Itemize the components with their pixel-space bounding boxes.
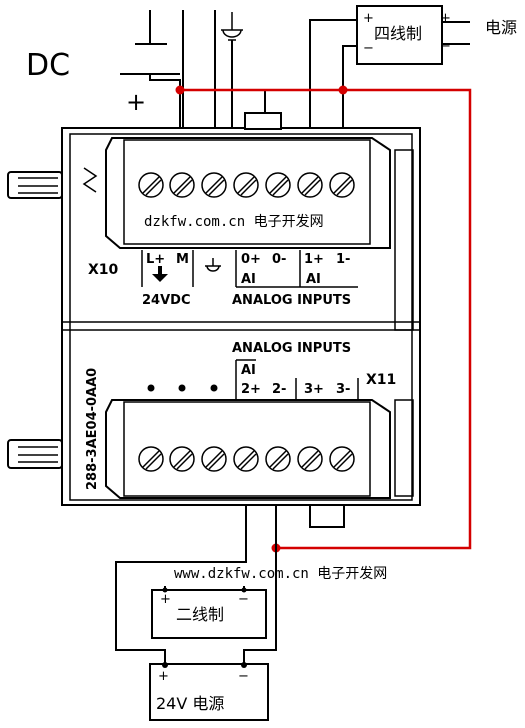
watermark-top: dzkfw.com.cn 电子开发网 bbox=[144, 214, 324, 230]
terminal-screw[interactable] bbox=[297, 446, 323, 472]
bottom-wire-ch2-plus bbox=[115, 505, 247, 665]
supply-plus: + bbox=[158, 669, 169, 684]
bottom-ch-2-minus: 2- bbox=[272, 382, 286, 397]
ground-label-icon bbox=[205, 258, 221, 272]
x10-label: X10 bbox=[88, 262, 119, 278]
bottom-terminal-screws bbox=[138, 446, 355, 472]
bottom-ch-2-plus: 2+ bbox=[241, 382, 261, 397]
bottom-ch-3-minus: 3- bbox=[336, 382, 350, 397]
vdc-label: 24VDC bbox=[142, 293, 190, 308]
top-ch-0-plus: 0+ bbox=[241, 252, 261, 267]
four-wire-plus: + bbox=[363, 11, 374, 26]
terminal-screw[interactable] bbox=[201, 446, 227, 472]
unused-terminal-dot bbox=[147, 384, 155, 392]
terminal-screw[interactable] bbox=[138, 446, 164, 472]
two-wire-plus: + bbox=[160, 592, 171, 607]
down-arrow-icon bbox=[152, 266, 168, 282]
terminal-screw[interactable] bbox=[329, 446, 355, 472]
top-ai-label-0: AI bbox=[241, 272, 256, 287]
module-logo-icon bbox=[82, 167, 98, 193]
power-bottom-label: 24V 电源 bbox=[156, 694, 224, 713]
top-ai-label-1: AI bbox=[306, 272, 321, 287]
loop-junction-top-left bbox=[175, 85, 185, 95]
terminal-screw[interactable] bbox=[233, 446, 259, 472]
bottom-wire-ch2-minus bbox=[243, 505, 277, 665]
part-number-label: 288-3AE04-0AA0 bbox=[85, 368, 100, 490]
unused-terminal-dot bbox=[178, 384, 186, 392]
two-wire-minus: − bbox=[238, 592, 249, 607]
terminal-screw[interactable] bbox=[201, 172, 227, 198]
top-m-label: M bbox=[176, 252, 189, 267]
bottom-ai-label: AI bbox=[241, 363, 256, 378]
top-ch-0-minus: 0- bbox=[272, 252, 286, 267]
four-wire-transmitter: + − 四线制 + − bbox=[356, 5, 451, 65]
unused-terminal-dot bbox=[210, 384, 218, 392]
top-analog-inputs-label: ANALOG INPUTS bbox=[232, 293, 351, 308]
four-wire-minus-lead bbox=[342, 45, 357, 130]
terminal-screw[interactable] bbox=[329, 172, 355, 198]
terminal-screw[interactable] bbox=[233, 172, 259, 198]
power-top-label: 电源 bbox=[485, 18, 517, 37]
four-wire-label: 四线制 bbox=[374, 24, 422, 43]
top-label-frame bbox=[141, 250, 358, 288]
terminal-screw[interactable] bbox=[138, 172, 164, 198]
four-wire-supply-plus: + bbox=[440, 11, 451, 26]
bottom-analog-inputs-label: ANALOG INPUTS bbox=[232, 341, 351, 356]
terminal-screw[interactable] bbox=[265, 172, 291, 198]
supply-minus: − bbox=[238, 669, 249, 684]
power-supply-24v: + − 24V 电源 bbox=[149, 663, 269, 721]
terminal-screw[interactable] bbox=[169, 172, 195, 198]
battery-positive-wire bbox=[149, 74, 181, 135]
dc-label: DC bbox=[26, 48, 70, 83]
top-ch-1-minus: 1- bbox=[336, 252, 350, 267]
watermark-bottom: www.dzkfw.com.cn 电子开发网 bbox=[174, 566, 387, 582]
bottom-label-frame bbox=[235, 359, 359, 400]
two-wire-label: 二线制 bbox=[176, 605, 224, 624]
bottom-ch-3-plus: 3+ bbox=[304, 382, 324, 397]
x11-label: X11 bbox=[366, 372, 396, 388]
top-terminal-screws bbox=[138, 172, 355, 198]
four-wire-plus-lead bbox=[309, 19, 357, 130]
four-wire-minus: − bbox=[363, 41, 374, 56]
terminal-screw[interactable] bbox=[169, 446, 195, 472]
red-loop-wire bbox=[180, 88, 472, 550]
terminal-screw[interactable] bbox=[265, 446, 291, 472]
battery-plus-sign: + bbox=[126, 88, 146, 116]
top-l-plus-label: L+ bbox=[146, 252, 165, 267]
ground-icon bbox=[221, 12, 243, 130]
top-ch-1-plus: 1+ bbox=[304, 252, 324, 267]
terminal-screw[interactable] bbox=[297, 172, 323, 198]
four-wire-supply-minus: − bbox=[440, 39, 451, 54]
two-wire-transmitter: + − 二线制 bbox=[151, 589, 267, 639]
loop-junction-top-right bbox=[338, 85, 348, 95]
module-body bbox=[7, 112, 421, 528]
